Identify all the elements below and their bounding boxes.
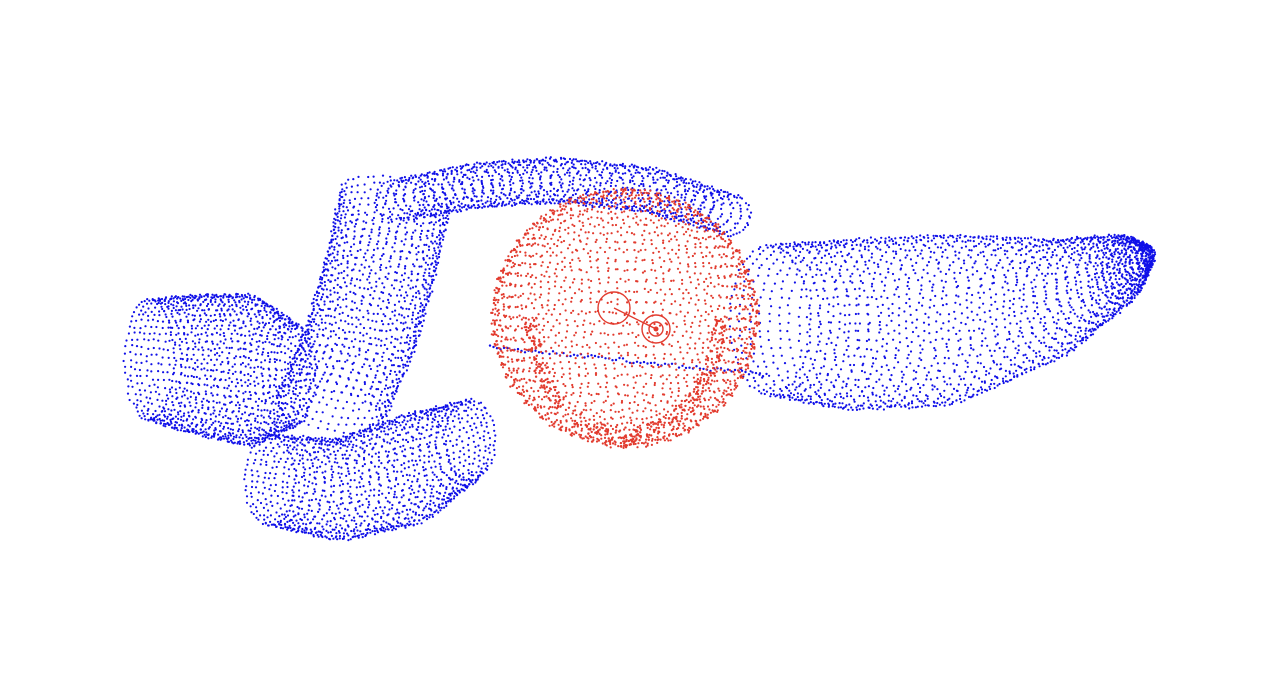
red-point-cloud [490,187,761,449]
concentric-circle-marker-core [653,326,659,332]
concentric-circle-marker-icon[interactable] [641,314,671,344]
marker-connector [613,307,657,330]
concentric-circle-marker-inner [648,321,664,337]
blue-point-cloud [122,156,1157,542]
marker-group [597,291,671,344]
circle-marker-icon[interactable] [597,291,631,325]
